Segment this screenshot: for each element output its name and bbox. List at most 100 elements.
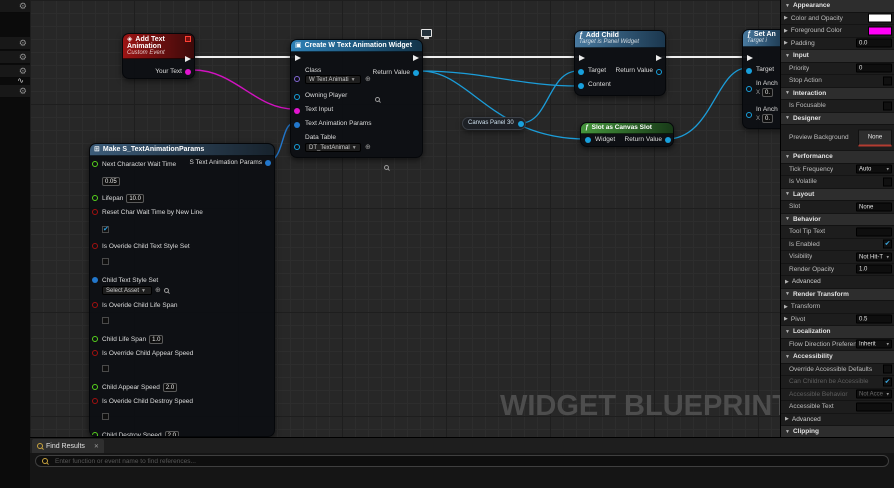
blue-pin[interactable] bbox=[92, 277, 98, 283]
green-pin[interactable] bbox=[92, 336, 98, 342]
details-row[interactable]: Accessible Text bbox=[781, 401, 894, 414]
red-pin[interactable] bbox=[92, 302, 98, 308]
gear-icon[interactable]: ⚙ bbox=[18, 38, 27, 48]
text-input-pin[interactable] bbox=[294, 108, 300, 114]
rail-item[interactable]: ⚙ bbox=[0, 37, 30, 50]
details-section-header[interactable]: ▼Localization bbox=[781, 326, 894, 339]
anchor-pin[interactable] bbox=[746, 86, 752, 92]
node-create-widget[interactable]: ▣Create W Text Animation Widget Class W … bbox=[290, 39, 423, 170]
output-pin[interactable] bbox=[518, 121, 524, 127]
details-row[interactable]: Stop Action bbox=[781, 75, 894, 88]
plus-icon[interactable]: ⊕ bbox=[365, 144, 371, 151]
anchor-x-field[interactable]: 0. bbox=[762, 88, 774, 97]
exec-out-pin[interactable] bbox=[185, 56, 191, 62]
details-row[interactable]: Is Focusable bbox=[781, 100, 894, 113]
asset-dropdown[interactable]: Select Asset▼ bbox=[102, 286, 152, 295]
green-pin[interactable] bbox=[92, 432, 98, 436]
rail-item[interactable]: ⚙ bbox=[0, 85, 30, 98]
number-field[interactable]: 2.0 bbox=[162, 382, 178, 392]
plus-icon[interactable]: ⊕ bbox=[365, 76, 371, 83]
details-row[interactable]: ▶Color and Opacity bbox=[781, 12, 894, 25]
close-icon[interactable]: ✕ bbox=[93, 443, 99, 450]
number-field[interactable]: 10.0 bbox=[126, 193, 145, 203]
data-table-dropdown[interactable]: DT_TextAnimal▼ bbox=[305, 143, 361, 152]
browse-icon[interactable] bbox=[375, 97, 380, 102]
details-row[interactable]: Override Accessible Defaults bbox=[781, 363, 894, 376]
expand-arrow-icon[interactable]: ▶ bbox=[784, 27, 788, 34]
red-pin[interactable] bbox=[92, 350, 98, 356]
details-section-header[interactable]: ▼Input bbox=[781, 50, 894, 63]
details-section-header[interactable]: ▼Designer bbox=[781, 112, 894, 125]
checkbox[interactable] bbox=[102, 413, 109, 420]
details-section-header[interactable]: ▼Performance bbox=[781, 151, 894, 164]
checkbox[interactable] bbox=[102, 317, 109, 324]
anchor-pin[interactable] bbox=[746, 112, 752, 118]
node-make-struct[interactable]: ⊞Make S_TextAnimationParams S Text Anima… bbox=[89, 143, 275, 437]
browse-icon[interactable] bbox=[163, 288, 169, 293]
exec-in-pin[interactable] bbox=[295, 55, 301, 61]
expand-arrow-icon[interactable]: ▶ bbox=[784, 40, 788, 47]
number-field[interactable]: 2.0 bbox=[164, 430, 179, 436]
expand-arrow-icon[interactable]: ▶ bbox=[785, 278, 789, 285]
your-text-pin[interactable] bbox=[185, 69, 191, 75]
details-section-header[interactable]: ▼Appearance bbox=[781, 0, 894, 13]
content-pin[interactable] bbox=[578, 83, 584, 89]
gear-icon[interactable]: ⚙ bbox=[18, 1, 27, 11]
checkbox[interactable]: ✔ bbox=[102, 226, 109, 233]
target-pin[interactable] bbox=[578, 69, 584, 75]
red-pin[interactable] bbox=[92, 398, 98, 404]
gear-icon[interactable]: ⚙ bbox=[18, 52, 27, 62]
gear-icon[interactable]: ⚙ bbox=[18, 66, 27, 76]
details-row[interactable]: ▶Transform bbox=[781, 301, 894, 314]
expand-arrow-icon[interactable]: ▶ bbox=[784, 316, 788, 323]
owning-player-pin[interactable] bbox=[294, 94, 300, 100]
details-section-header[interactable]: ▼Render Transform bbox=[781, 288, 894, 301]
widget-pin[interactable] bbox=[585, 137, 591, 143]
plus-icon[interactable]: ⊕ bbox=[155, 287, 161, 294]
browse-icon[interactable] bbox=[384, 165, 390, 170]
expand-arrow-icon[interactable]: ▶ bbox=[784, 303, 788, 310]
expand-arrow-icon[interactable]: ▶ bbox=[784, 15, 788, 22]
exec-in-pin[interactable] bbox=[747, 55, 753, 61]
return-value-pin[interactable] bbox=[656, 69, 662, 75]
details-row[interactable]: ▶Foreground Color bbox=[781, 25, 894, 38]
checkbox[interactable] bbox=[102, 258, 109, 265]
tab-find-results[interactable]: Find Results ✕ bbox=[32, 439, 104, 453]
data-table-pin[interactable] bbox=[294, 144, 300, 150]
anchor-x-field[interactable]: 0. bbox=[762, 114, 774, 123]
green-pin[interactable] bbox=[92, 384, 98, 390]
text-animation-params-pin[interactable] bbox=[294, 122, 300, 128]
return-value-pin[interactable] bbox=[665, 137, 671, 143]
green-pin[interactable] bbox=[92, 195, 98, 201]
struct-output-pin[interactable] bbox=[265, 160, 271, 166]
details-section-header[interactable]: ▼Layout bbox=[781, 188, 894, 201]
details-subcategory[interactable]: ▶Advanced bbox=[781, 413, 894, 426]
target-pin[interactable] bbox=[746, 68, 752, 74]
details-section-header[interactable]: ▼Accessibility bbox=[781, 351, 894, 364]
number-field[interactable]: 1.0 bbox=[149, 334, 164, 344]
number-field[interactable]: 0.05 bbox=[102, 177, 120, 186]
details-row[interactable]: Is Volatile bbox=[781, 176, 894, 189]
node-add-text-animation[interactable]: ◈Add Text Animation Custom Event Your Te… bbox=[122, 33, 195, 79]
node-canvas-panel-getter[interactable]: Canvas Panel 30 bbox=[462, 117, 526, 130]
details-subcategory[interactable]: ▶Advanced bbox=[781, 276, 894, 289]
class-dropdown[interactable]: W Text Animati▼ bbox=[305, 75, 361, 84]
red-pin[interactable] bbox=[92, 209, 98, 215]
details-panel[interactable]: ▼Appearance▶Color and Opacity▶Foreground… bbox=[780, 0, 894, 437]
find-search-input[interactable] bbox=[53, 456, 882, 466]
expand-arrow-icon[interactable]: ▶ bbox=[785, 416, 789, 423]
exec-in-pin[interactable] bbox=[579, 55, 585, 61]
details-row[interactable]: Can Children be Accessible✔ bbox=[781, 376, 894, 389]
return-value-pin[interactable] bbox=[413, 70, 419, 76]
